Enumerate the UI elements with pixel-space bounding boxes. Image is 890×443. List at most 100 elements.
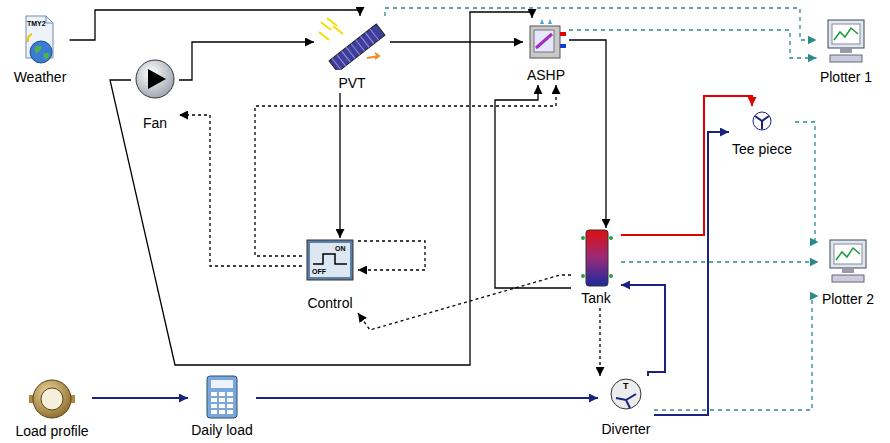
tee-lines xyxy=(755,116,769,129)
component-icon xyxy=(526,18,566,62)
diverter-lines xyxy=(616,394,636,408)
controller-face xyxy=(310,243,350,277)
tank-component: Tank xyxy=(571,228,621,308)
icon-group xyxy=(611,379,641,409)
keyboard-shape xyxy=(832,275,864,282)
pvt-component: PVT xyxy=(314,16,390,93)
panel-cell-line xyxy=(346,47,355,58)
document-fold xyxy=(46,16,53,23)
component-label: Tee piece xyxy=(729,142,795,156)
calculator-body xyxy=(207,376,237,418)
plot-line xyxy=(834,28,858,40)
icon-text: TMY2 xyxy=(27,20,46,27)
panel-cell-line xyxy=(337,55,346,66)
flow-connector xyxy=(795,122,819,242)
flow-connector xyxy=(385,8,817,40)
diverter-component: Diverter T xyxy=(598,376,654,439)
component-icon xyxy=(824,18,868,64)
fan-arrow xyxy=(148,69,166,89)
flow-connector xyxy=(621,96,752,235)
flow-connector xyxy=(621,285,665,376)
monitor-shape xyxy=(828,20,864,48)
flow-connector xyxy=(358,241,425,270)
plotter-component: Plotter 2 xyxy=(819,238,878,309)
globe-shape xyxy=(30,41,52,63)
monitor-stand xyxy=(842,268,854,273)
calculator-key xyxy=(211,404,217,408)
connector-group xyxy=(70,8,819,415)
flow-connector xyxy=(110,12,532,365)
icon-text: ON xyxy=(335,245,346,252)
icon-group xyxy=(207,376,237,418)
component-label: Plotter 2 xyxy=(819,292,878,306)
component-label: Daily load xyxy=(188,423,256,437)
monitor-screen xyxy=(834,244,862,264)
flow-connector xyxy=(569,40,606,228)
flow-connector xyxy=(179,115,302,266)
calculator-display xyxy=(211,380,233,388)
calculator-key xyxy=(211,398,217,402)
tank-port xyxy=(609,236,613,240)
heat-pump-box xyxy=(530,26,560,58)
monitor-stand xyxy=(840,48,852,53)
calculator-key xyxy=(219,392,225,396)
cold-pipe xyxy=(560,44,566,48)
plotter-component: Plotter 1 xyxy=(817,18,876,87)
tank-port xyxy=(609,274,613,278)
component-icon xyxy=(747,106,777,136)
load-profile-component: Load profile xyxy=(12,376,92,441)
component-label: Plotter 1 xyxy=(817,70,876,84)
meter-body xyxy=(33,380,71,418)
icon-group xyxy=(830,240,866,282)
icon-group xyxy=(26,16,53,63)
flow-connector xyxy=(339,93,340,238)
calculator-key xyxy=(211,392,217,396)
flow-connector xyxy=(358,275,571,330)
component-label: Diverter xyxy=(598,422,654,436)
panel-cell-line xyxy=(370,29,379,40)
calculator-key xyxy=(227,398,233,402)
tank-port xyxy=(581,236,585,240)
component-icon xyxy=(199,374,245,420)
icon-group xyxy=(530,19,566,58)
sun-ray xyxy=(327,18,337,26)
sun-ray xyxy=(321,22,331,30)
hot-pipe xyxy=(560,32,566,36)
flow-connector xyxy=(92,397,188,399)
panel-cell-line xyxy=(361,36,370,47)
tee-piece-component: Tee piece xyxy=(729,106,795,159)
plot-line xyxy=(836,248,860,260)
sun-ray xyxy=(333,26,343,34)
arrow-shape xyxy=(28,34,32,42)
panel-shape xyxy=(329,24,385,70)
component-label: Control xyxy=(302,296,358,310)
icon-group xyxy=(307,240,353,280)
diverter-body xyxy=(611,379,641,409)
heat-pump-face xyxy=(534,30,554,52)
tank-body xyxy=(586,230,608,286)
flow-connector xyxy=(654,296,819,410)
calculator-key xyxy=(211,410,217,414)
switch-symbol xyxy=(313,254,347,264)
calculator-key xyxy=(219,404,225,408)
calculator-key xyxy=(227,392,233,396)
fan-body xyxy=(136,60,174,98)
flow-connector xyxy=(70,10,361,40)
air-drops xyxy=(540,19,552,24)
component-icon xyxy=(29,376,75,420)
icon-text: T xyxy=(623,382,629,391)
icon-group xyxy=(319,18,385,70)
component-icon xyxy=(317,16,387,70)
icon-group xyxy=(828,20,864,62)
component-label: Load profile xyxy=(12,424,92,438)
panel-cell-line xyxy=(342,51,351,62)
icon-text: OFF xyxy=(312,268,326,275)
icon-group xyxy=(581,230,613,286)
flow-connector xyxy=(390,41,523,42)
component-label: Tank xyxy=(571,291,621,305)
panel-cell-line xyxy=(332,58,341,69)
flow-connector xyxy=(569,30,817,58)
globe-land xyxy=(34,46,50,59)
calculator-key xyxy=(227,410,233,414)
flow-connector xyxy=(495,85,571,288)
